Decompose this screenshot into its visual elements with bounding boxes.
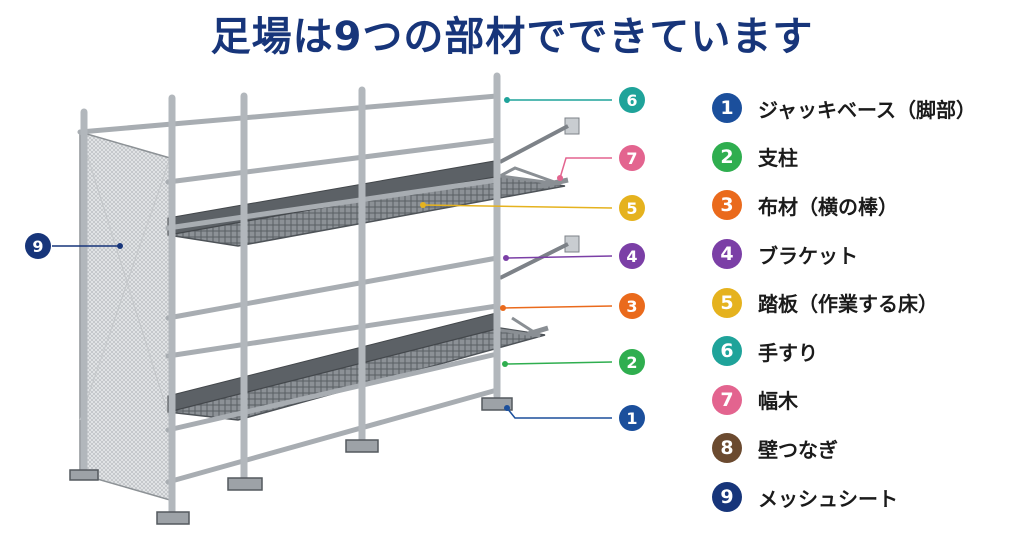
posts <box>80 72 501 516</box>
callout-5 <box>619 195 645 221</box>
ledgers <box>77 93 500 485</box>
callout-6 <box>619 87 645 113</box>
legend-number-badge: 8 <box>712 433 742 464</box>
legend-label: メッシュシート <box>758 486 898 511</box>
legend-number-badge: 6 <box>712 336 742 367</box>
legend-number-badge: 3 <box>712 190 742 221</box>
legend-number-badge: 9 <box>712 482 742 513</box>
svg-text:4: 4 <box>626 247 637 266</box>
legend-label: 踏板（作業する床） <box>758 292 938 317</box>
svg-text:6: 6 <box>626 91 637 110</box>
legend-item: 2 支柱 <box>712 133 1012 182</box>
legend-item: 7 幅木 <box>712 376 1012 425</box>
brackets <box>495 166 569 338</box>
legend-item: 9 メッシュシート <box>712 473 1012 522</box>
legend-item: 8 壁つなぎ <box>712 424 1012 473</box>
legend-item: 1 ジャッキベース（脚部） <box>712 84 1012 133</box>
wall-tie <box>499 117 580 280</box>
legend-label: 支柱 <box>758 146 798 171</box>
callout-7 <box>619 145 645 171</box>
legend-item: 3 布材（横の棒） <box>712 181 1012 230</box>
legend-label: 布材（横の棒） <box>758 194 898 219</box>
callouts: 6 7 5 4 3 2 1 9 <box>25 87 645 431</box>
svg-text:3: 3 <box>626 297 637 316</box>
legend-number-badge: 1 <box>712 93 742 124</box>
svg-text:2: 2 <box>626 353 637 372</box>
callout-2 <box>619 349 645 375</box>
jack-bases <box>69 397 513 525</box>
svg-text:9: 9 <box>32 237 43 256</box>
legend-item: 4 ブラケット <box>712 230 1012 279</box>
page-title: 足場は9つの部材でできています <box>210 14 814 60</box>
callout-9 <box>25 233 51 259</box>
legend-number-badge: 7 <box>712 384 742 415</box>
callout-3 <box>619 293 645 319</box>
legend-number-badge: 4 <box>712 239 742 270</box>
legend-label: ブラケット <box>758 243 858 268</box>
legend-label: ジャッキベース（脚部） <box>758 97 976 122</box>
svg-text:1: 1 <box>626 409 637 428</box>
svg-text:5: 5 <box>626 199 637 218</box>
legend-item: 5 踏板（作業する床） <box>712 278 1012 327</box>
legend-number-badge: 5 <box>712 287 742 318</box>
callout-4 <box>619 243 645 269</box>
legend-label: 壁つなぎ <box>758 437 838 462</box>
legend-label: 幅木 <box>758 389 798 414</box>
legend-item: 6 手すり <box>712 327 1012 376</box>
legend-number-badge: 2 <box>712 141 742 172</box>
parts-legend: 1 ジャッキベース（脚部） 2 支柱 3 布材（横の棒） 4 ブラケット 5 踏… <box>712 84 1012 521</box>
callout-1 <box>619 405 645 431</box>
svg-text:7: 7 <box>626 149 637 168</box>
mesh-sheet <box>79 131 171 501</box>
legend-label: 手すり <box>758 340 818 365</box>
